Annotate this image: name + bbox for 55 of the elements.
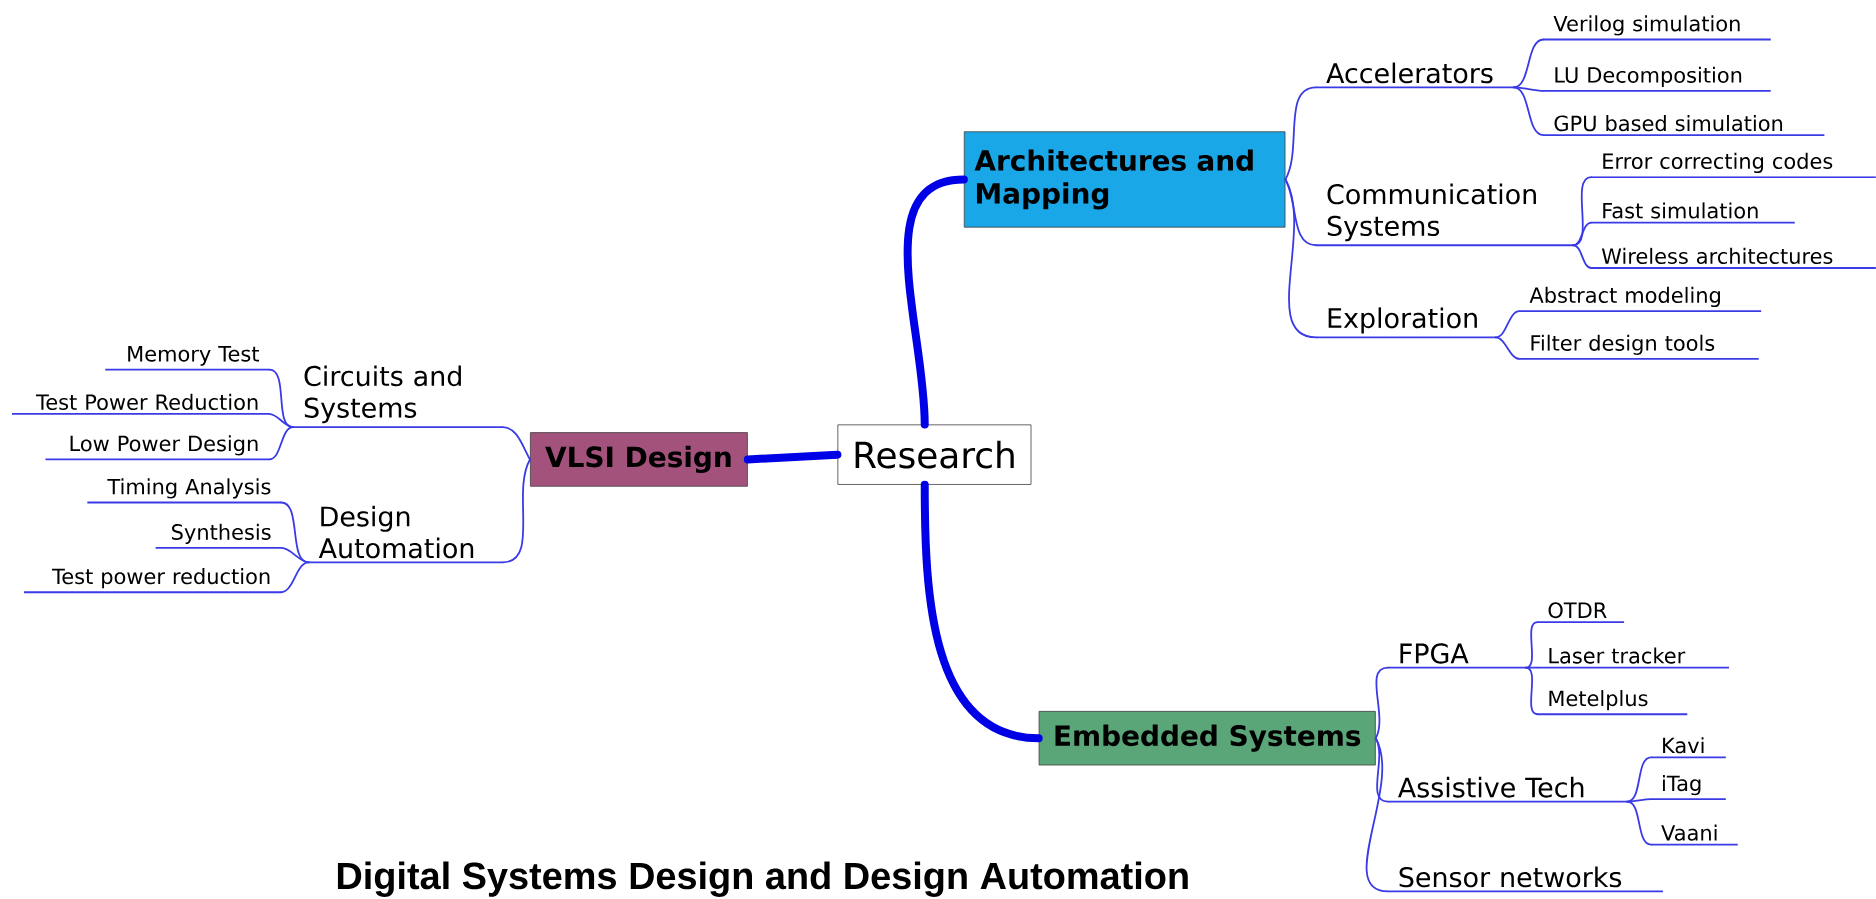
branch-label: FPGA (1387, 643, 1527, 669)
branch-line (1494, 310, 1521, 339)
branch-label: iTag (1650, 775, 1727, 801)
branch-label: Timing Analysis (86, 478, 283, 504)
branch-line (1572, 221, 1593, 247)
branch-label: Fast simulation (1590, 202, 1796, 224)
branch-label: Synthesis (154, 524, 283, 550)
branch-label: Accelerators (1315, 62, 1515, 89)
branch-label: LU Decomposition (1542, 66, 1772, 93)
branch-line (903, 175, 968, 429)
branch-label: Filter design tools (1518, 334, 1760, 361)
branch-label: GPU based simulation (1542, 115, 1826, 137)
branch-label: Assistive Tech (1387, 777, 1629, 803)
branch-line (920, 481, 1043, 743)
branch-label: Laser tracker (1536, 647, 1730, 669)
branch-label: Wireless architectures (1590, 248, 1876, 270)
branch-line (1284, 178, 1317, 339)
topic-box: Embedded Systems (1038, 711, 1376, 766)
title: Digital Systems Design and Design Automation (337, 861, 1188, 898)
branch-label: Test power reduction (23, 568, 282, 594)
branch-line (743, 450, 842, 464)
branch-label: Kavi (1650, 737, 1727, 759)
branch-label: OTDR (1536, 602, 1625, 624)
branch-label: Verilog simulation (1542, 15, 1772, 41)
branch-line (1524, 621, 1539, 669)
branch-label: Sensor networks (1387, 866, 1664, 893)
branch-label: Design Automation (307, 506, 504, 564)
branch-label: Test Power Reduction (11, 394, 270, 416)
branch-line (501, 426, 531, 461)
branch-line (1512, 86, 1545, 93)
branch-label: Circuits and Systems (292, 365, 504, 429)
branch-label: Memory Test (104, 346, 271, 371)
branch-line (1512, 86, 1545, 137)
branch-line (1626, 756, 1652, 803)
branch-line (501, 458, 531, 564)
branch-line (280, 561, 310, 594)
topic-box: VLSI Design (530, 432, 748, 487)
branch-label: Exploration (1315, 307, 1497, 339)
branch-label: Low Power Design (44, 435, 271, 461)
branch-line (1572, 244, 1593, 270)
branch-line (1524, 666, 1539, 716)
topic-box: Architectures and Mapping (963, 131, 1286, 228)
branch-line (1494, 336, 1521, 361)
branch-label: Vaani (1650, 824, 1739, 846)
branch-line (1284, 86, 1317, 181)
branch-label: Abstract modeling (1518, 287, 1763, 313)
topic-box: Research (837, 424, 1032, 486)
branch-line (1365, 737, 1389, 893)
branch-label: Metelplus (1536, 690, 1689, 716)
branch-label: Error correcting codes (1590, 153, 1876, 179)
branch-line (268, 426, 295, 461)
branch-label: Communication Systems (1315, 183, 1575, 247)
branch-line (280, 547, 310, 564)
branch-line (1626, 800, 1652, 846)
branch-line (1512, 38, 1545, 89)
